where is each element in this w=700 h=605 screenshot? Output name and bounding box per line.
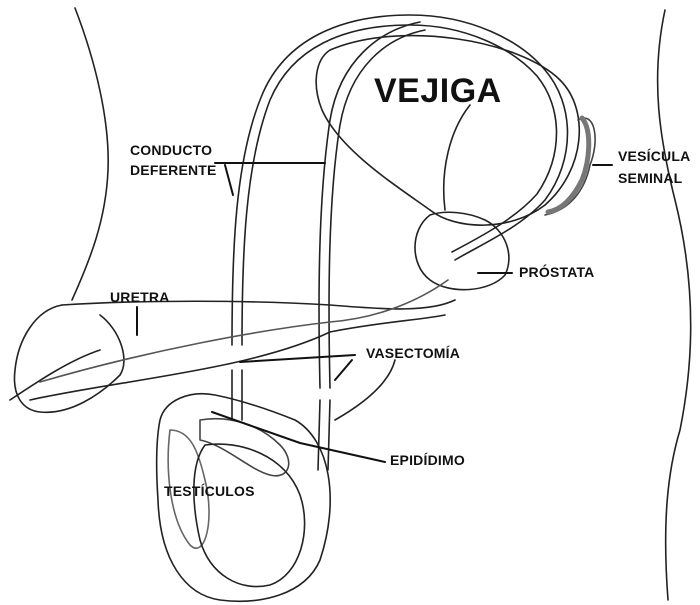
label-seminal-vesicle-line1: VESÍCULA [618,148,691,164]
prostate-outline [414,211,510,291]
label-vasectomy: VASECTOMÍA [366,345,461,361]
testicle-back [167,429,210,549]
glans [13,304,125,414]
leader-vas-deferens [214,162,326,196]
body-outline-right [656,9,692,601]
thigh-right [334,359,396,421]
testicle-front [193,443,306,588]
label-vas-deferens-line2: DEFERENTE [130,162,217,178]
bladder-inner-fold [442,104,471,211]
leader-epididymis [211,411,386,463]
label-testicles: TESTÍCULOS [164,483,255,499]
vas-deferens-right-lower [317,399,331,471]
vas-deferens-right-outer [318,21,421,389]
body-outline-left [71,7,109,301]
vas-deferens-left-outer [231,14,569,346]
scrotum-outline [155,393,331,603]
leader-vasectomy [239,354,356,381]
vas-deferens-left-lower [231,369,243,421]
seminal-vesicle-shade [545,115,592,215]
penis-outline-top [61,299,456,310]
label-epididymis: EPIDÍDIMO [390,452,465,468]
penis-outline-bottom [29,314,446,401]
vas-deferens-right-inner [328,29,426,389]
label-prostate: PRÓSTATA [519,264,595,280]
label-bladder: VEJIGA [374,72,502,110]
label-vas-deferens-line1: CONDUCTO [130,142,213,158]
vas-deferens-left-inner [241,24,558,346]
urethra-line [39,279,449,383]
label-seminal-vesicle-line2: SEMINAL [618,170,683,186]
thigh-outline-left [9,349,101,401]
label-urethra: URETRA [110,289,170,305]
